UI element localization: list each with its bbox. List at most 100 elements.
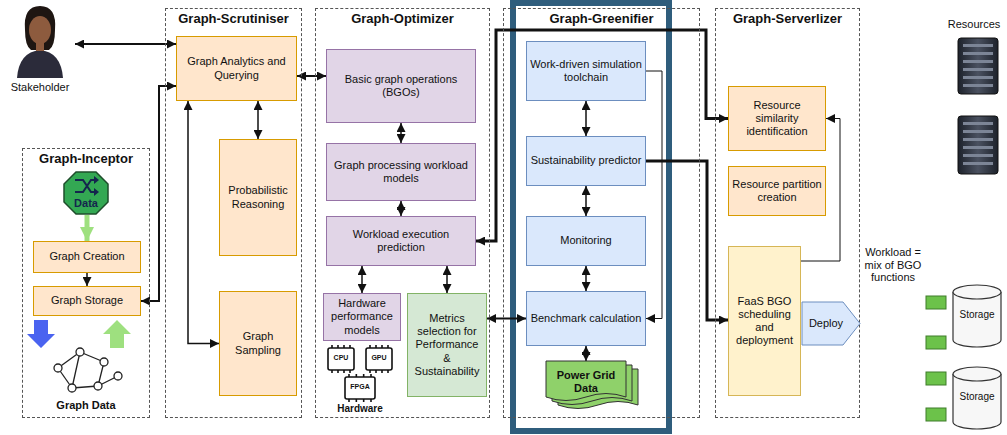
connector — [400, 123, 402, 143]
deploy-arrow: Deploy — [801, 301, 861, 346]
svg-part — [953, 367, 1001, 381]
connector — [585, 266, 587, 291]
connector — [446, 266, 448, 293]
person-hair — [25, 6, 55, 50]
node-label: Benchmark calculation — [531, 312, 642, 325]
process-box: Basic graph operations (BGOs) — [326, 49, 476, 123]
node-label: Work-driven simulation toolchain — [530, 58, 642, 84]
chip-pin — [348, 399, 350, 402]
process-box: Sustainability predictor — [526, 136, 646, 186]
process-box: Benchmark calculation — [526, 291, 646, 346]
node-label: Graph Sampling — [223, 330, 293, 356]
chip-pin — [348, 374, 350, 377]
node-label: Deploy — [809, 317, 853, 330]
chip-label: GPU — [366, 354, 392, 362]
process-box: Graph Creation — [33, 241, 141, 273]
connector — [75, 43, 176, 45]
hardware-chips — [328, 345, 392, 402]
shuffle-icon — [75, 180, 97, 192]
connector — [85, 215, 90, 241]
person-neck — [36, 42, 44, 51]
connector — [188, 101, 219, 344]
svg-part — [72, 352, 80, 388]
chip-pin — [375, 345, 377, 348]
node-label: Hardware performance models — [327, 297, 397, 337]
data-document: Power Grid Data — [546, 361, 626, 403]
person-shape — [5, 0, 75, 94]
person-face — [29, 16, 51, 44]
stakeholder: Stakeholder — [5, 0, 75, 94]
svg-part — [94, 382, 102, 390]
doc-front — [546, 361, 626, 401]
process-box: Probabilistic Reasoning — [219, 139, 297, 256]
server-slot — [963, 130, 993, 133]
workload-blocks — [926, 296, 946, 421]
node-label: FaaS BGO scheduling and deployment — [732, 295, 797, 348]
svg-part — [54, 364, 62, 372]
node-label: Monitoring — [560, 234, 611, 247]
node-label: Power Grid Data — [549, 369, 623, 395]
panel-heading: Graph-Greenifier — [547, 11, 655, 27]
group-panel: Graph-ServerlizerResource similarity ide… — [715, 8, 860, 418]
group-panel: Graph-GreenifierWork-driven simulation t… — [503, 8, 700, 418]
chip-pin — [375, 370, 377, 373]
store-arrows — [27, 320, 131, 348]
svg-part — [926, 336, 946, 349]
chip-pin — [369, 370, 371, 373]
storage-label: Storage — [953, 309, 1001, 321]
shuffle-heads — [94, 176, 99, 196]
connector — [361, 266, 363, 293]
chip-pin — [349, 370, 351, 373]
connector — [86, 273, 88, 286]
chip-label: CPU — [328, 354, 354, 362]
node-label: Workload execution prediction — [330, 228, 472, 254]
server-racks — [958, 38, 998, 174]
node-label: Metrics selection for Performance & Sust… — [411, 312, 483, 378]
connector — [585, 186, 587, 216]
connector — [476, 30, 728, 241]
chip-pin — [343, 370, 345, 373]
svg-part — [76, 348, 84, 356]
chip-pin — [331, 345, 333, 348]
svg-part — [103, 320, 131, 348]
chip-pin — [363, 399, 365, 402]
connector — [487, 318, 526, 320]
server-slot — [963, 60, 993, 63]
process-box: Metrics selection for Performance & Sust… — [407, 293, 487, 397]
server-slot — [963, 146, 993, 149]
storage-cylinders — [953, 285, 1001, 429]
highlight-frame — [513, 3, 669, 431]
figure-label: Hardware — [320, 403, 400, 415]
svg-part — [513, 3, 669, 431]
process-box: FaaS BGO scheduling and deployment — [728, 246, 801, 396]
chip-pin — [370, 399, 372, 402]
chip-pin — [387, 370, 389, 373]
svg-part — [345, 377, 375, 399]
node-label: Data — [74, 197, 98, 210]
svg-part — [953, 292, 1001, 347]
server-slot — [963, 76, 993, 79]
process-box: Hardware performance models — [323, 293, 401, 341]
connector — [400, 201, 402, 216]
svg-part — [366, 348, 392, 370]
node-label: Resource partition creation — [732, 178, 822, 204]
server-slot — [963, 138, 993, 141]
connector — [585, 101, 587, 136]
connector — [585, 346, 587, 361]
node-label: Graph Creation — [49, 250, 124, 263]
connector — [141, 86, 176, 301]
svg-part — [328, 348, 354, 370]
connector — [257, 101, 259, 139]
process-box: Resource similarity identification — [728, 86, 826, 151]
process-box: Resource partition creation — [728, 166, 826, 216]
node-label: Probabilistic Reasoning — [223, 184, 293, 210]
svg-part — [958, 38, 998, 94]
chip-pin — [343, 345, 345, 348]
server-slot — [963, 84, 993, 87]
node-label: Basic graph operations (BGOs) — [330, 73, 472, 99]
process-box: Graph Analytics and Querying — [176, 36, 297, 101]
panel-heading: Graph-Scrutiniser — [176, 11, 291, 27]
group-panel: Graph-ScrutiniserGraph Analytics and Que… — [165, 8, 302, 418]
svg-part — [958, 116, 998, 174]
